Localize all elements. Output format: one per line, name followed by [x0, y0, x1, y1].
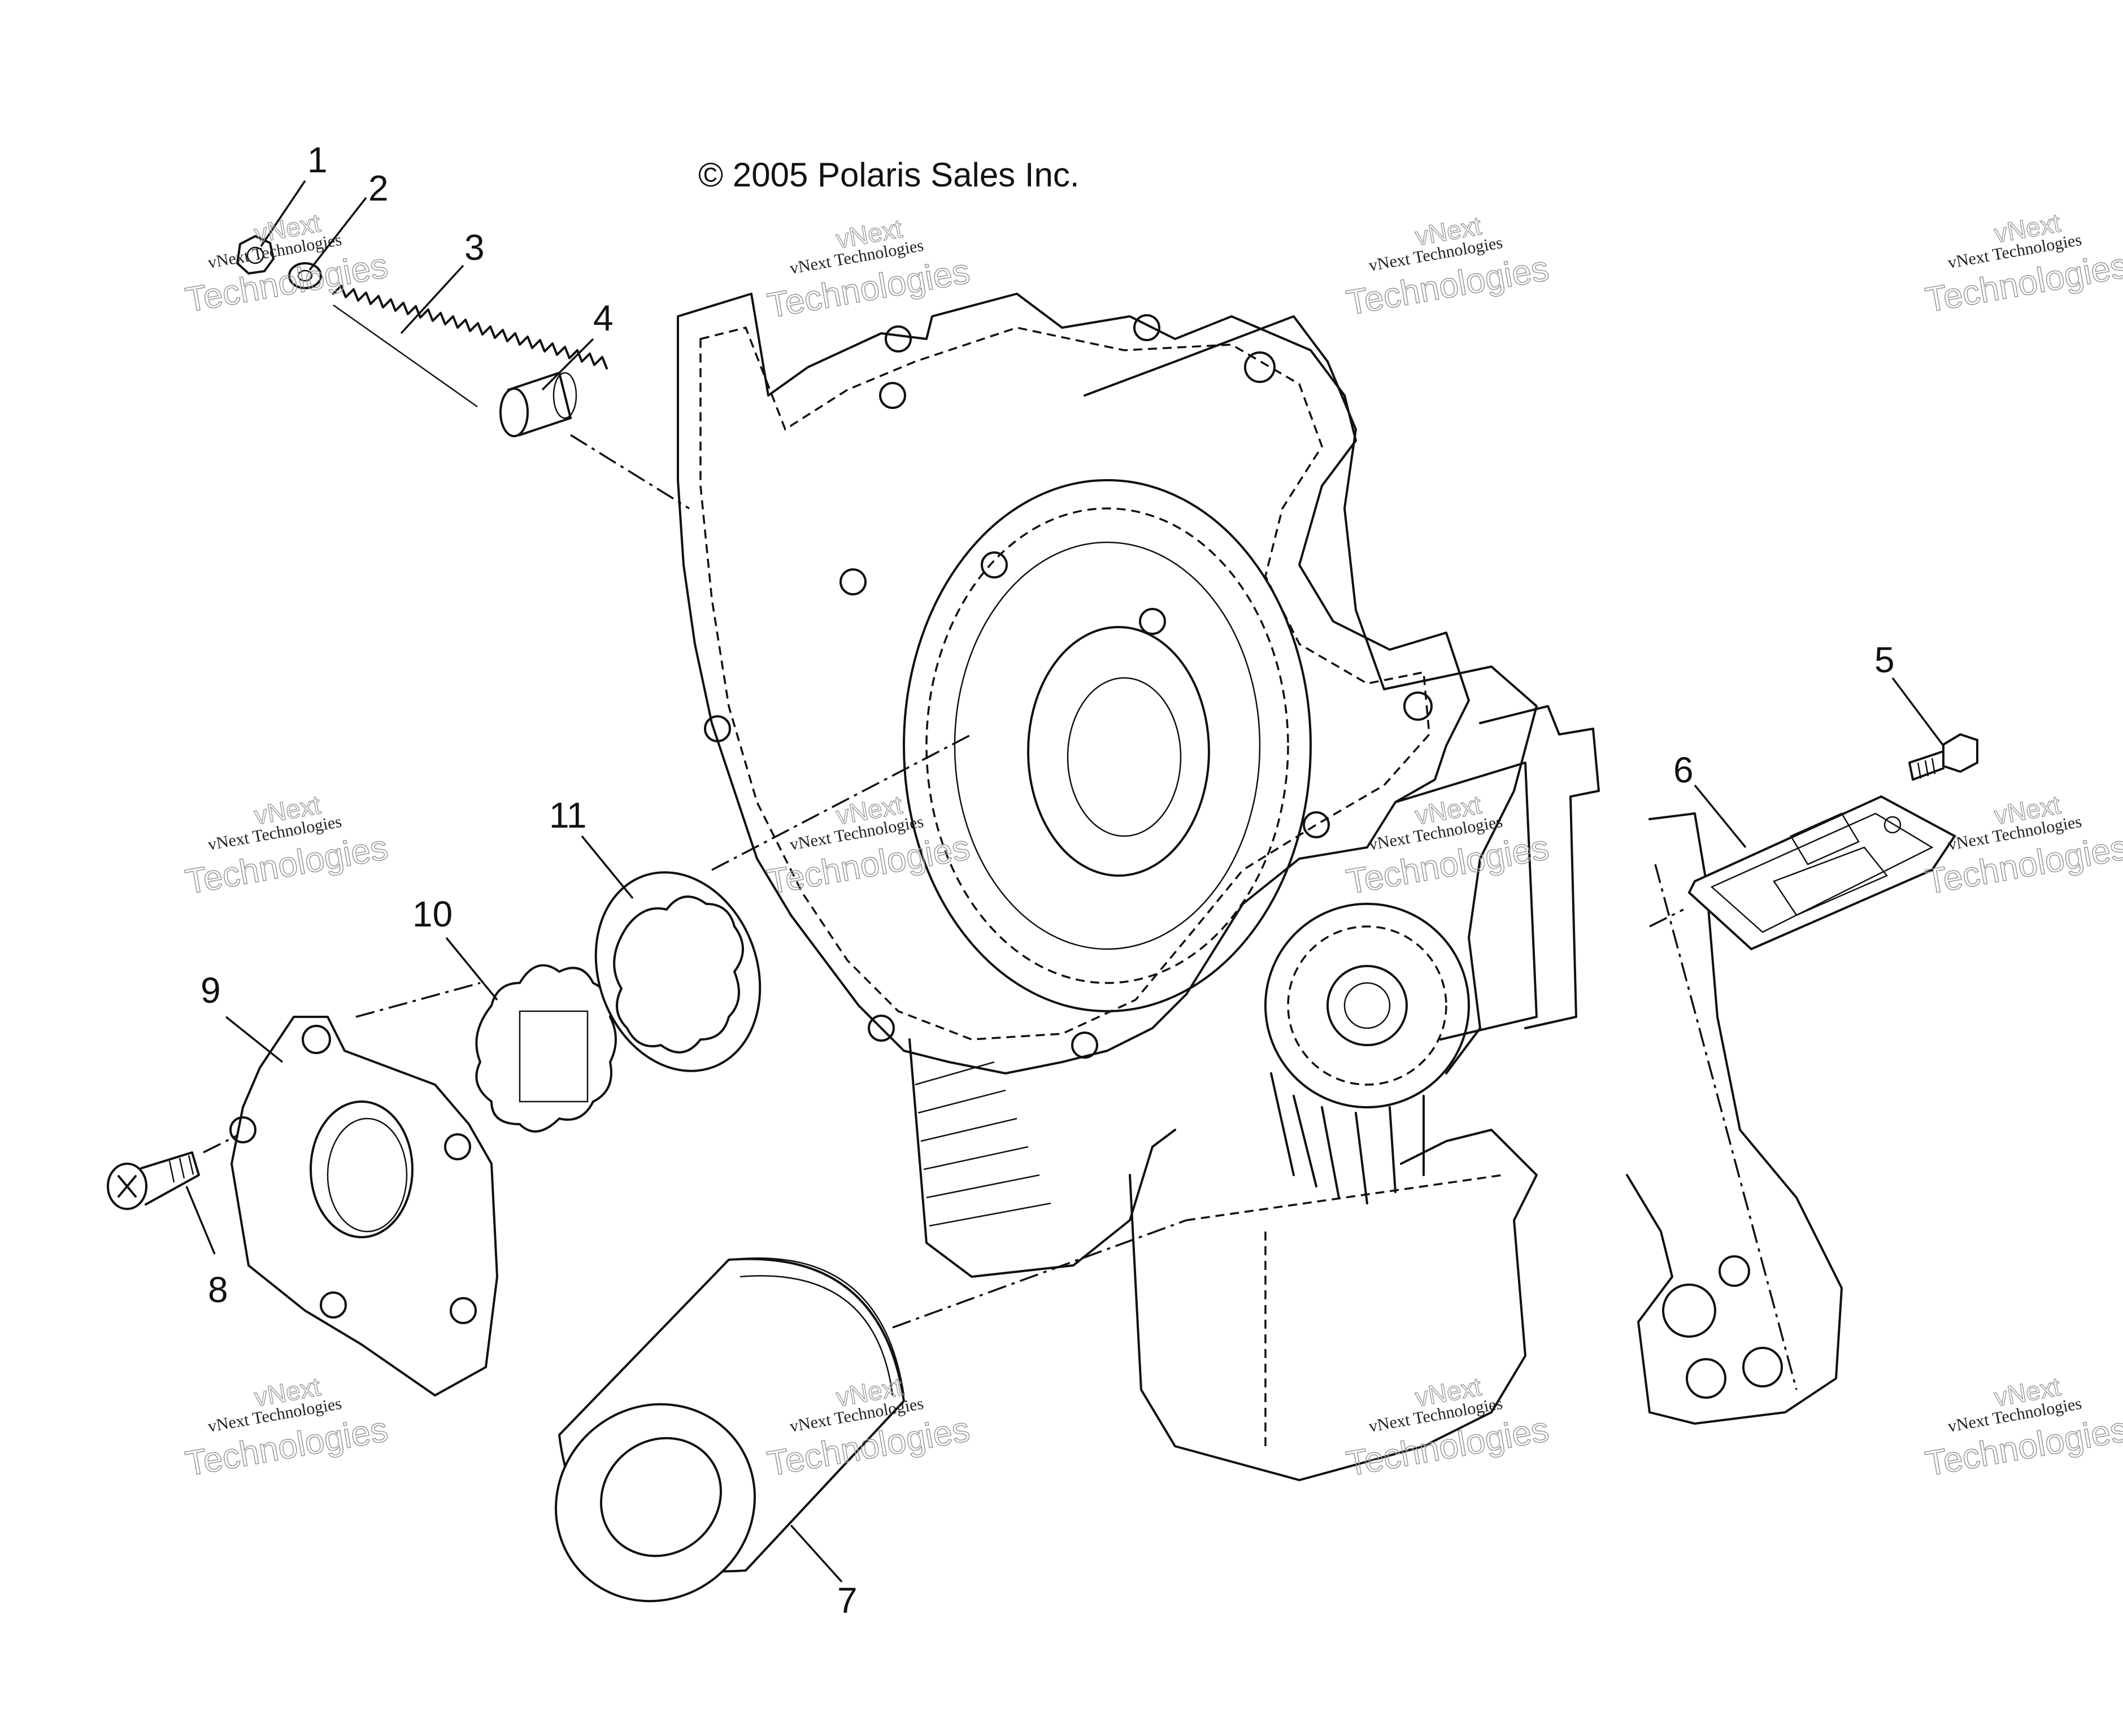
callout-9: 9: [201, 970, 284, 1063]
callout-8: 8: [185, 1186, 228, 1310]
axis-line-oil-filter: [892, 1219, 1187, 1329]
svg-text:3: 3: [464, 227, 485, 268]
watermark-11: vNext vNext Technologies Technologies: [1343, 1371, 1552, 1484]
part-6-plate: [1687, 795, 1956, 951]
axis-line-plate: [1649, 908, 1684, 928]
part-5-bolt: [1908, 733, 1978, 781]
copyright-text: © 2005 Polaris Sales Inc.: [698, 156, 1080, 194]
svg-text:2: 2: [368, 168, 389, 208]
watermark-5: vNext vNext Technologies Technologies: [182, 789, 391, 902]
watermark-2: vNext vNext Technologies Technologies: [764, 213, 973, 326]
svg-text:6: 6: [1673, 750, 1694, 790]
callout-10: 10: [412, 894, 498, 1001]
part-7-oil-filter: [555, 1257, 906, 1603]
callout-6: 6: [1673, 750, 1747, 849]
callout-1: 1: [260, 140, 328, 247]
part-8-screw: [107, 1151, 200, 1210]
watermark-9: vNext vNext Technologies Technologies: [182, 1371, 391, 1484]
svg-text:1: 1: [307, 140, 328, 180]
svg-text:11: 11: [549, 795, 586, 836]
svg-text:7: 7: [837, 1580, 858, 1621]
svg-text:4: 4: [593, 298, 614, 338]
watermark-6: vNext vNext Technologies Technologies: [764, 789, 973, 902]
part-10-inner-rotor: [475, 964, 617, 1133]
callout-7: 7: [790, 1524, 858, 1621]
svg-text:5: 5: [1874, 639, 1895, 680]
svg-text:9: 9: [201, 970, 221, 1011]
svg-text:8: 8: [208, 1269, 228, 1310]
callout-11: 11: [549, 795, 634, 899]
axis-line-cover: [355, 982, 481, 1018]
watermark-3: vNext vNext Technologies Technologies: [1343, 210, 1552, 323]
part-2-washer: [288, 262, 322, 289]
axis-line-screw: [203, 1134, 238, 1154]
part-1-nut: [236, 234, 275, 275]
callout-5: 5: [1874, 639, 1944, 747]
callout-4: 4: [541, 298, 614, 391]
part-3-spring: [332, 285, 608, 408]
watermark-4: vNext vNext Technologies Technologies: [1922, 207, 2123, 320]
callout-3: 3: [400, 227, 485, 334]
crankcase-housing: [677, 293, 1843, 1481]
watermark-12: vNext vNext Technologies Technologies: [1922, 1371, 2123, 1484]
axis-line-relief-valve: [570, 434, 690, 510]
part-9-cover-plate: [229, 1016, 499, 1397]
axis-line-oil-pump: [711, 733, 972, 871]
callout-2: 2: [308, 168, 389, 271]
part-4-plunger: [499, 371, 577, 437]
svg-text:10: 10: [412, 894, 453, 934]
watermark-7: vNext vNext Technologies Technologies: [1343, 789, 1552, 902]
part-11-outer-rotor: [594, 871, 762, 1072]
